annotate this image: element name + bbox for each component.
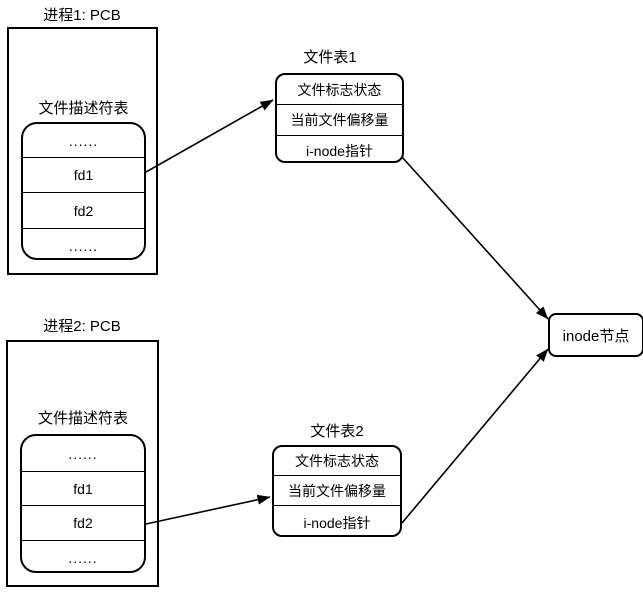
current-file-offset-row: 当前文件偏移量 — [277, 104, 402, 135]
inode-pointer-row: i-node指针 — [277, 135, 402, 165]
inode-pointer-row: i-node指针 — [274, 505, 400, 539]
file-table1-title: 文件表1 — [303, 49, 357, 66]
file-table2: 文件标志状态 当前文件偏移量 i-node指针 — [272, 445, 402, 537]
process1-title: 进程1: PCB — [43, 7, 121, 24]
arrow-fd1-to-filetable1 — [145, 99, 274, 173]
file-table2-title: 文件表2 — [310, 423, 364, 440]
process2-fd-table-label: 文件描述符表 — [37, 410, 128, 427]
fd-row-fd1: fd1 — [22, 471, 144, 505]
fd-row-dots: ...... — [22, 540, 144, 575]
current-file-offset-row: 当前文件偏移量 — [274, 475, 400, 505]
arrow-filetable2-to-inode — [401, 348, 549, 524]
fd-row-fd1: fd1 — [23, 157, 144, 192]
fd-row-dots: ...... — [68, 445, 98, 462]
inode-node-label: inode节点 — [562, 327, 630, 345]
file-table1: 文件标志状态 当前文件偏移量 i-node指针 — [275, 73, 404, 163]
fd-row-dots: ...... — [23, 228, 144, 262]
fd-row-fd2: fd2 — [23, 192, 144, 228]
process1-fd-table: ...... fd1 fd2 ...... — [21, 122, 146, 260]
file-flag-status-row: 文件标志状态 — [295, 453, 379, 469]
process2-title: 进程2: PCB — [43, 318, 121, 335]
process1-fd-table-label: 文件描述符表 — [38, 100, 129, 117]
inode-node-box: inode节点 — [548, 313, 643, 357]
arrow-filetable1-to-inode — [401, 156, 549, 320]
fd-row-fd2: fd2 — [22, 505, 144, 540]
arrow-fd2-to-filetable2 — [145, 494, 271, 525]
file-flag-status-row: 文件标志状态 — [297, 81, 382, 98]
process2-fd-table: ...... fd1 fd2 ...... — [20, 434, 146, 573]
fd-row-dots: ...... — [68, 132, 99, 149]
